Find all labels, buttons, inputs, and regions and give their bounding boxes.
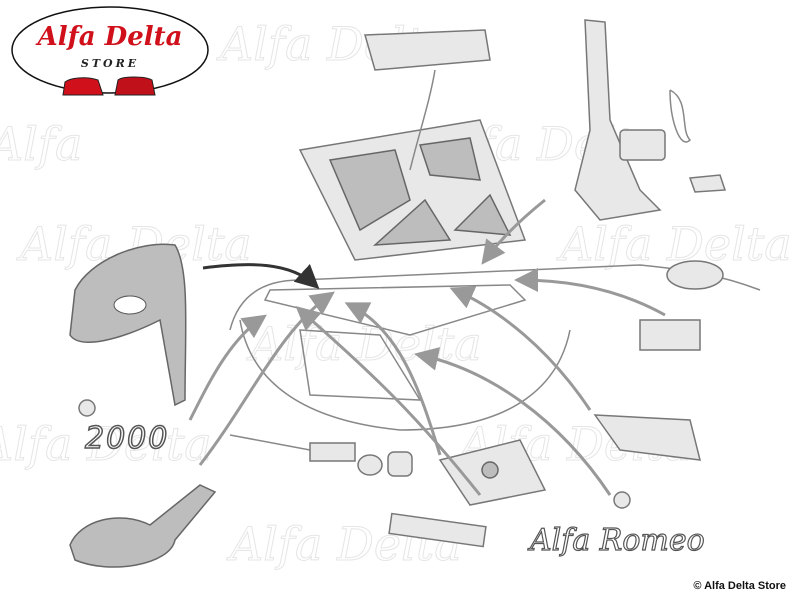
logo-brand: Alfa Delta <box>35 22 183 52</box>
trunk-lid <box>298 119 527 261</box>
script-badge: Alfa Romeo <box>527 523 705 558</box>
copyright-notice: © Alfa Delta Store <box>693 580 786 592</box>
latch <box>388 439 547 548</box>
svg-text:Alfa Delta: Alfa Delta <box>556 217 792 271</box>
callout-arrows <box>188 198 666 496</box>
lid-bracket <box>364 29 491 171</box>
alfa-delta-store-logo: Alfa Delta STORE <box>11 6 209 96</box>
buffer-plate <box>69 484 217 568</box>
hinge <box>574 19 727 351</box>
logo-subtitle: STORE <box>81 57 139 70</box>
lid-handle <box>69 243 187 417</box>
car-rear-body <box>229 264 761 431</box>
svg-text:Alfa Delta: Alfa Delta <box>0 417 212 471</box>
lock-striker <box>593 414 701 509</box>
model-badge: 2000 <box>85 421 169 456</box>
svg-text:Alfa: Alfa <box>0 117 82 171</box>
release-cable <box>229 434 413 477</box>
